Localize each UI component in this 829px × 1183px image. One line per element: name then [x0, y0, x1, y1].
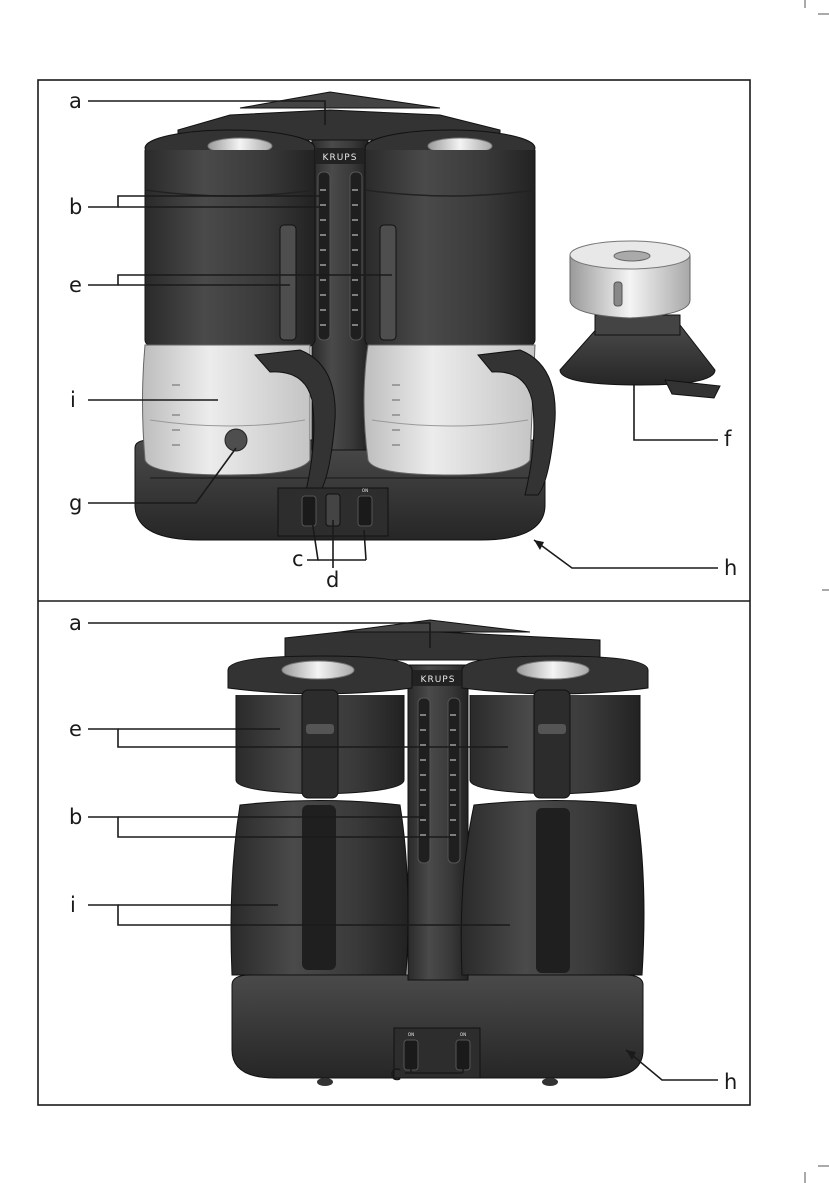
coffee-maker-thermal-carafe: KRUPS [228, 620, 648, 1086]
switch-label-on-left: ON [408, 1032, 414, 1037]
water-level-gauge-right [350, 172, 362, 340]
switch-label-on-right: ON [460, 1032, 466, 1037]
label-b-top: b [69, 195, 82, 219]
label-a-top: a [69, 89, 82, 113]
switch-label-on: ON [362, 488, 368, 493]
crop-marks [805, 0, 829, 1183]
label-e-top: e [69, 273, 82, 297]
filter-holder-left-bottom [228, 656, 412, 798]
label-i-bottom: i [70, 893, 76, 917]
coffee-grinder-accessory [560, 241, 720, 398]
label-a-bottom: a [69, 611, 82, 635]
label-h-top: h [724, 556, 737, 580]
water-level-gauge-left-bottom [418, 698, 430, 863]
label-f-top: f [724, 427, 732, 451]
label-g-top: g [69, 491, 82, 515]
thermal-carafe-right [461, 801, 644, 976]
water-level-gauge-left [318, 172, 330, 340]
brand-logo-bottom: KRUPS [421, 675, 456, 685]
label-i-top: i [70, 388, 76, 412]
label-d-top: d [326, 568, 339, 592]
label-h-bottom: h [724, 1070, 737, 1094]
thermal-carafe-left [231, 801, 408, 976]
water-level-gauge-right-bottom [448, 698, 460, 863]
label-e-bottom: e [69, 717, 82, 741]
label-c-top: c [292, 547, 304, 571]
coffee-maker-glass-carafe: KRUPS [135, 92, 555, 540]
filter-holder-right-bottom [462, 656, 648, 798]
filter-holder-left [145, 130, 315, 355]
control-panel-bottom: ON ON [394, 1028, 480, 1078]
warming-plate-indicator [225, 429, 247, 451]
brand-logo: KRUPS [323, 153, 358, 163]
label-b-bottom: b [69, 805, 82, 829]
label-c-bottom: c [390, 1061, 402, 1085]
filter-holder-right [365, 130, 535, 355]
